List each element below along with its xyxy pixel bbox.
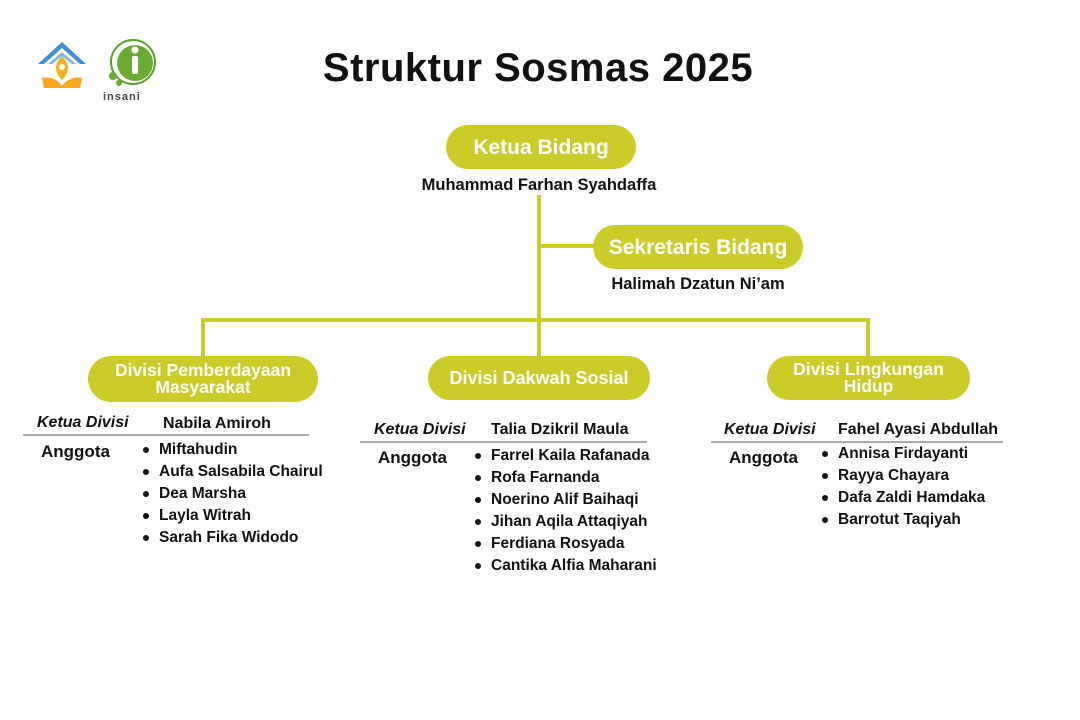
member-item: Layla Witrah	[143, 505, 323, 527]
connector-main-vertical	[537, 195, 541, 357]
member-list: Annisa Firdayanti Rayya Chayara Dafa Zal…	[821, 443, 985, 531]
insani-logo: insani	[103, 36, 159, 104]
ketua-divisi-name: Nabila Amiroh	[163, 415, 271, 432]
member-list: Farrel Kaila Rafanada Rofa Farnanda Noer…	[475, 445, 657, 577]
connector-right	[866, 318, 870, 358]
insani-logo-icon	[109, 39, 156, 86]
member-item: Dea Marsha	[143, 483, 323, 505]
member-list: Miftahudin Aufa Salsabila Chairul Dea Ma…	[143, 439, 323, 549]
connector-horizontal	[201, 318, 870, 322]
ketua-divisi-label: Ketua Divisi	[37, 414, 129, 431]
ketua-bidang-name: Muhammad Farhan Syahdaffa	[421, 176, 657, 194]
connector-left	[201, 318, 205, 358]
divider	[711, 441, 1003, 443]
ketua-divisi-name: Fahel Ayasi Abdullah	[838, 421, 999, 438]
insani-logo-text: insani	[103, 91, 141, 103]
ketua-bidang-pill: Ketua Bidang	[446, 125, 636, 169]
division-title: Divisi Dakwah Sosial	[428, 356, 650, 400]
ketua-divisi-name: Talia Dzikril Maula	[491, 421, 629, 438]
member-item: Noerino Alif Baihaqi	[475, 489, 657, 511]
connector-sekretaris	[539, 244, 595, 248]
member-item: Jihan Aqila Attaqiyah	[475, 511, 657, 533]
divider	[360, 441, 647, 443]
school-logo-icon	[38, 42, 86, 88]
sekretaris-bidang-name: Halimah Dzatun Ni’am	[611, 275, 785, 293]
anggota-label: Anggota	[378, 448, 447, 467]
member-item: Rofa Farnanda	[475, 467, 657, 489]
ketua-divisi-label: Ketua Divisi	[724, 421, 816, 438]
member-item: Sarah Fika Widodo	[143, 527, 323, 549]
member-item: Barrotut Taqiyah	[821, 509, 985, 531]
member-item: Aufa Salsabila Chairul	[143, 461, 323, 483]
member-item: Rayya Chayara	[821, 465, 985, 487]
divider	[23, 434, 309, 436]
member-item: Farrel Kaila Rafanada	[475, 445, 657, 467]
member-item: Annisa Firdayanti	[821, 443, 985, 465]
anggota-label: Anggota	[41, 442, 110, 461]
ketua-divisi-label: Ketua Divisi	[374, 421, 466, 438]
member-item: Ferdiana Rosyada	[475, 533, 657, 555]
member-item: Miftahudin	[143, 439, 323, 461]
anggota-label: Anggota	[729, 448, 798, 467]
division-title: Divisi Lingkungan Hidup	[767, 356, 970, 400]
member-item: Dafa Zaldi Hamdaka	[821, 487, 985, 509]
sekretaris-bidang-pill: Sekretaris Bidang	[593, 225, 803, 269]
page-title: Struktur Sosmas 2025	[322, 46, 754, 90]
member-item: Cantika Alfia Maharani	[475, 555, 657, 577]
division-title: Divisi Pemberdayaan Masyarakat	[88, 356, 318, 402]
